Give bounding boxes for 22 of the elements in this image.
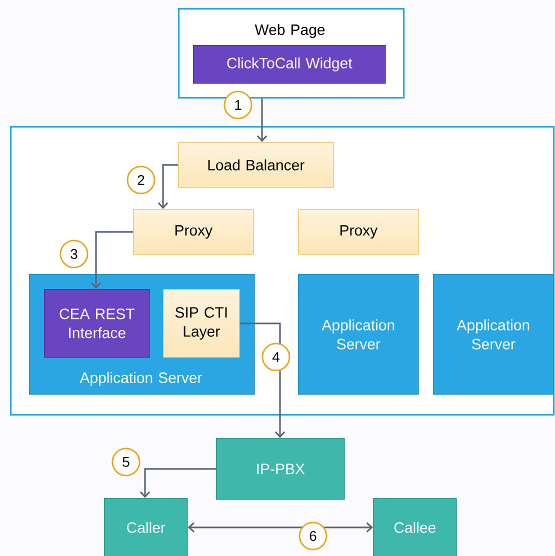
widget-box: ClickToCall Widget: [193, 45, 386, 84]
endpoint-box: Callee: [373, 498, 457, 556]
server-box: Application Server: [298, 274, 419, 395]
process-box: SIP CTI Layer: [163, 289, 240, 358]
step-number: 2: [126, 166, 156, 194]
step-number: 6: [298, 522, 328, 550]
endpoint-box: Caller: [104, 498, 188, 556]
interface-box: CEA REST Interface: [44, 289, 150, 358]
step-number: 4: [262, 342, 290, 372]
arrow: [140, 468, 216, 498]
arrow: [90, 231, 133, 289]
process-box: Proxy: [298, 209, 419, 255]
pbx-box: IP-PBX: [216, 438, 345, 500]
arrow: [188, 522, 373, 532]
process-box: Proxy: [133, 209, 254, 255]
arrow: [256, 98, 268, 142]
step-number: 1: [224, 90, 252, 120]
process-box: Load Balancer: [178, 142, 334, 188]
step-number: 5: [112, 448, 140, 476]
server-box: Application Server: [433, 274, 554, 395]
step-number: 3: [60, 240, 88, 268]
arrow: [158, 164, 178, 209]
